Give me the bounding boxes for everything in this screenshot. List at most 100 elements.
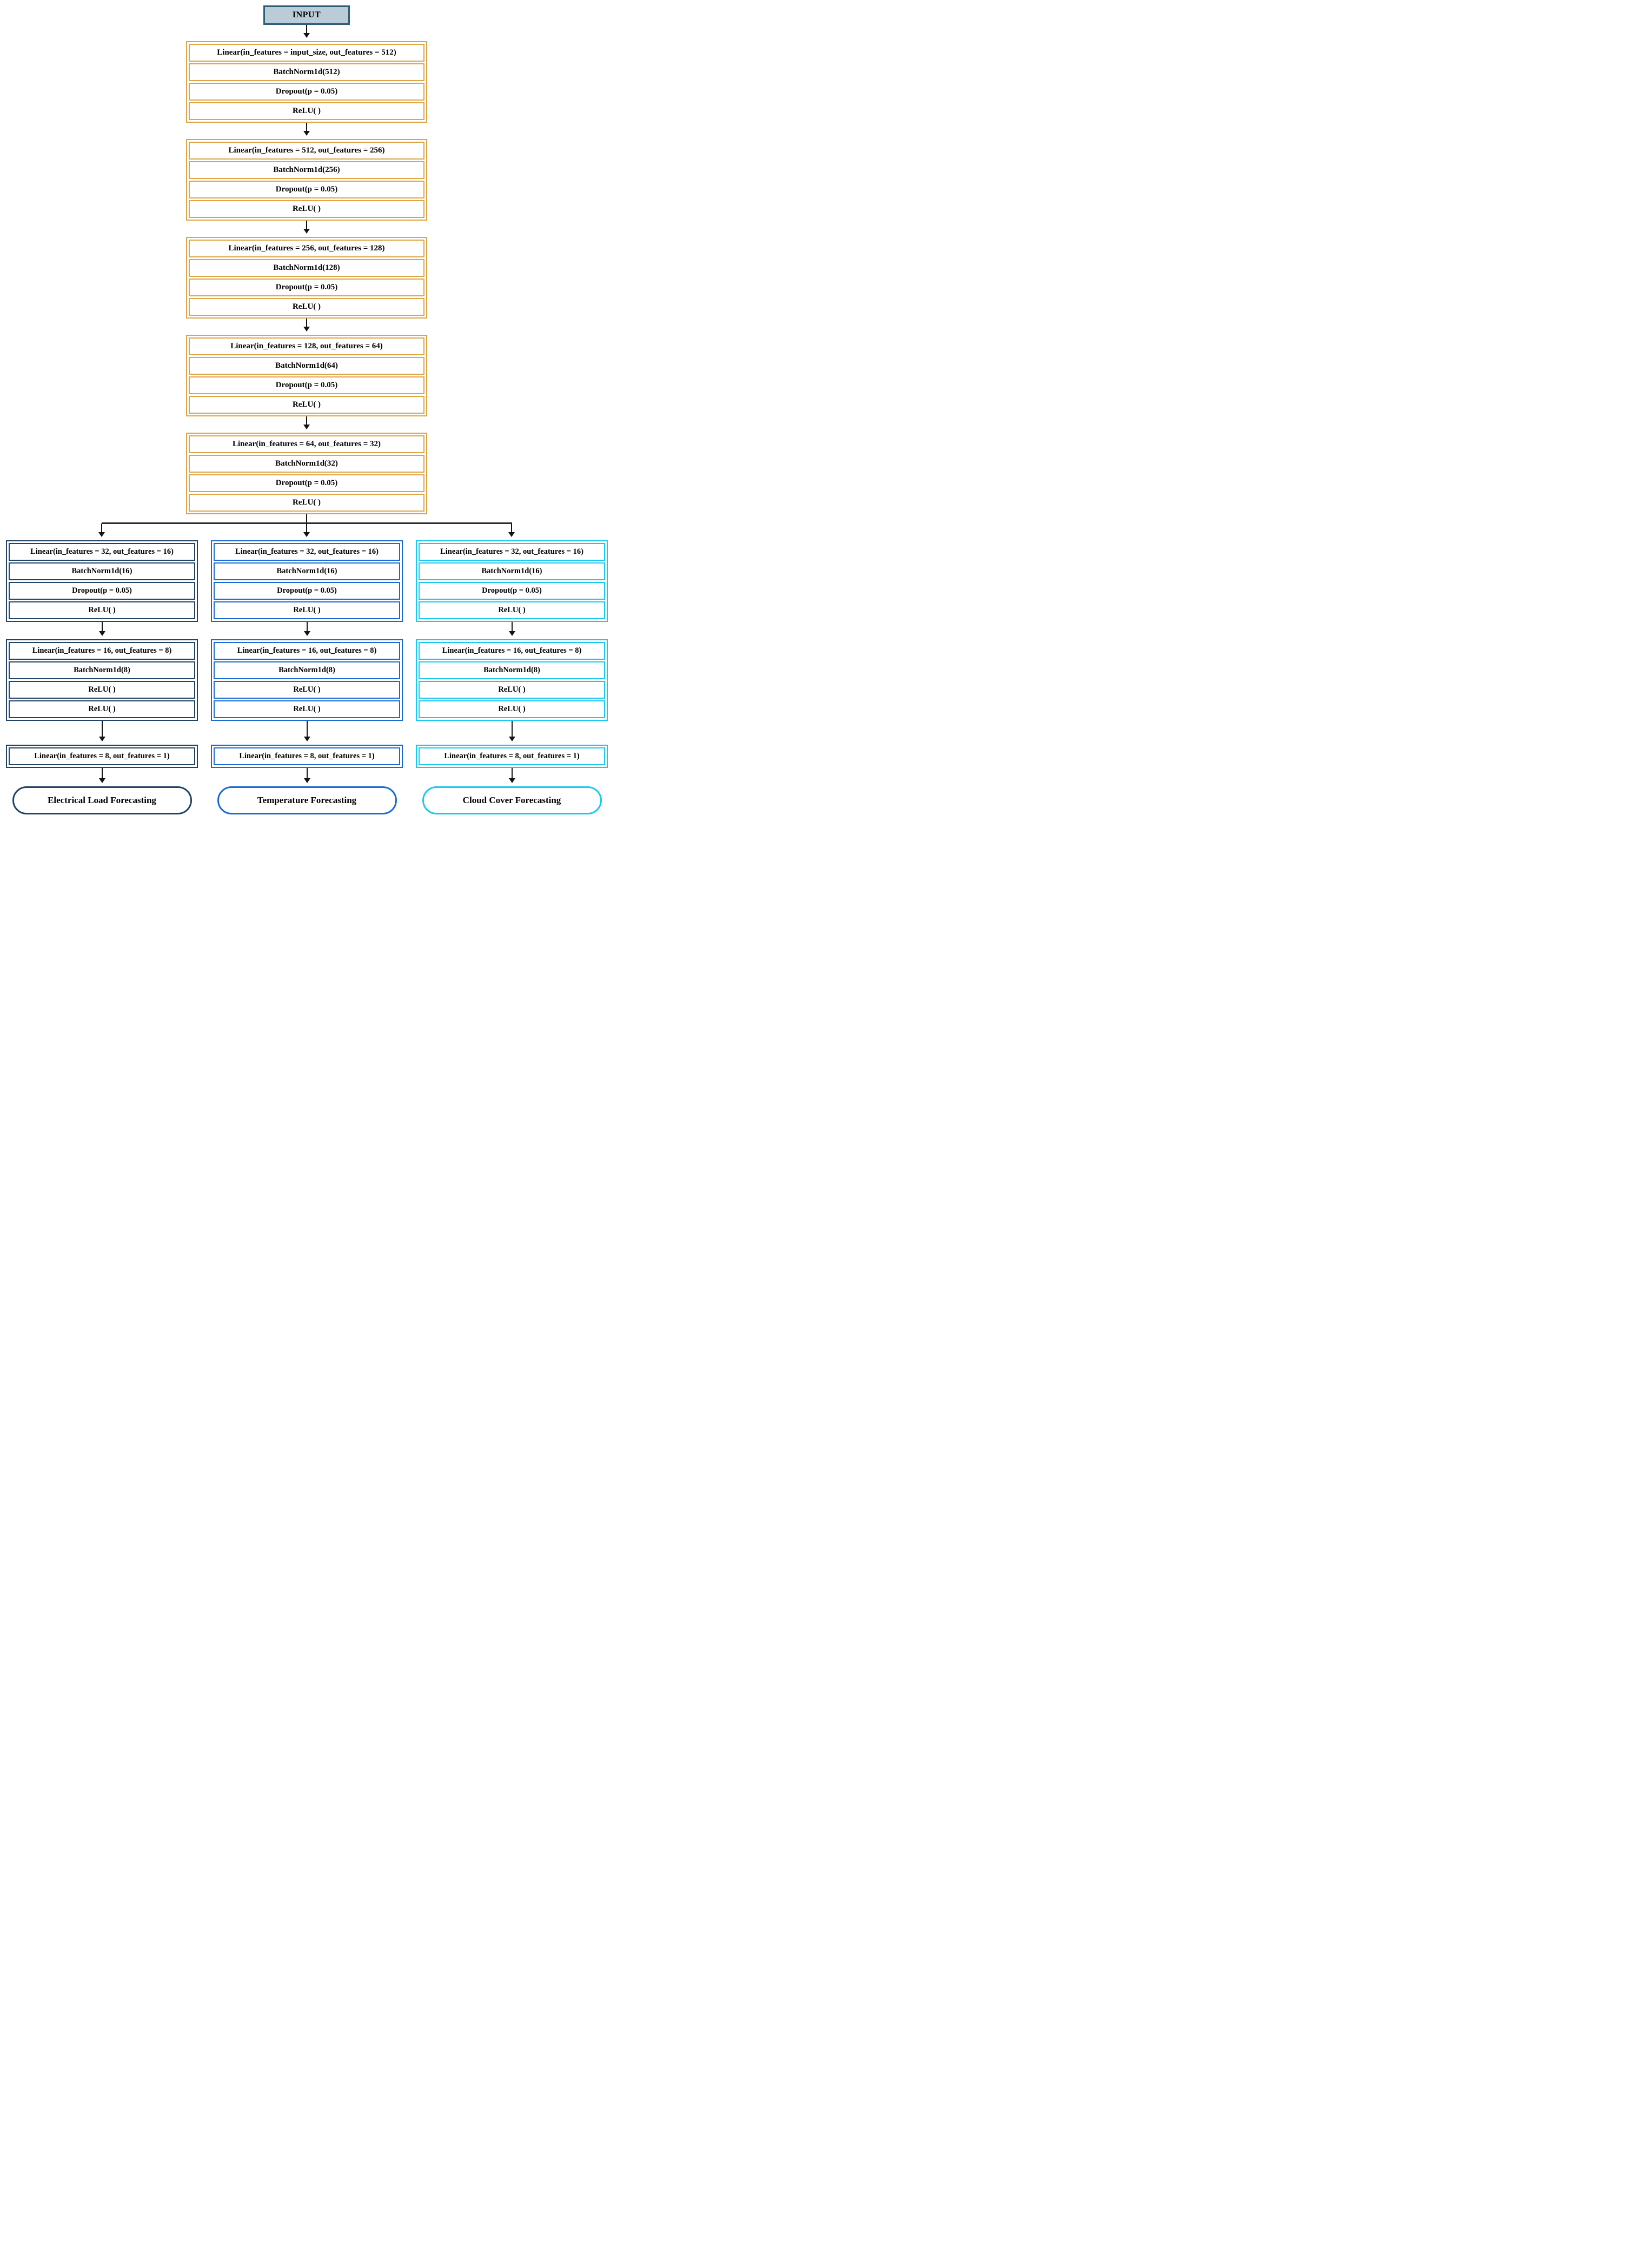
layer-row: Dropout(p = 0.05) [189, 181, 424, 198]
branch-block-1: Linear(in_features = 32, out_features = … [416, 540, 608, 622]
arrow-head [508, 532, 515, 540]
arrow-head [98, 778, 105, 786]
trunk-block-1: Linear(in_features = input_size, out_fea… [186, 41, 427, 123]
arrow-stem [511, 768, 513, 779]
arrow-down-icon [508, 622, 515, 639]
layer-row: BatchNorm1d(16) [214, 562, 400, 580]
output-node-electrical-load: Electrical Load Forecasting [12, 786, 192, 814]
layer-row: BatchNorm1d(64) [189, 357, 424, 375]
arrow-head [303, 425, 310, 433]
layer-row: Dropout(p = 0.05) [419, 582, 605, 600]
trunk-block-2: Linear(in_features = 512, out_features =… [186, 139, 427, 221]
arrow-stem [306, 319, 307, 327]
layer-row: ReLU( ) [189, 396, 424, 414]
junction-stub-line [306, 514, 307, 522]
arrow-down-icon [303, 416, 310, 433]
output-node-cloud-cover: Cloud Cover Forecasting [422, 786, 602, 814]
layer-row: BatchNorm1d(256) [189, 161, 424, 179]
layer-row: Linear(in_features = 32, out_features = … [9, 543, 195, 561]
layer-row: Linear(in_features = input_size, out_fea… [189, 44, 424, 62]
arrow-head [98, 532, 105, 540]
output-label: Electrical Load Forecasting [48, 795, 156, 805]
layer-row: BatchNorm1d(32) [189, 455, 424, 473]
layer-row: Dropout(p = 0.05) [189, 474, 424, 492]
arrow-down-icon [98, 721, 105, 745]
arrow-down-icon [303, 523, 310, 540]
branch-cloud-cover: Linear(in_features = 32, out_features = … [416, 540, 608, 814]
layer-row: ReLU( ) [419, 681, 605, 699]
arrow-head [303, 778, 310, 786]
output-node-temperature: Temperature Forecasting [217, 786, 397, 814]
layer-row: BatchNorm1d(16) [9, 562, 195, 580]
layer-row: ReLU( ) [189, 102, 424, 120]
arrow-stem [511, 523, 512, 533]
layer-row: ReLU( ) [9, 601, 195, 619]
layer-row: BatchNorm1d(512) [189, 63, 424, 81]
branch-block-3: Linear(in_features = 8, out_features = 1… [211, 745, 403, 768]
layer-row: Linear(in_features = 32, out_features = … [214, 543, 400, 561]
output-label: Temperature Forecasting [257, 795, 357, 805]
layer-row: ReLU( ) [214, 700, 400, 718]
layer-row: ReLU( ) [419, 601, 605, 619]
arrow-head [303, 229, 310, 237]
layer-row: Dropout(p = 0.05) [9, 582, 195, 600]
branch-block-1: Linear(in_features = 32, out_features = … [6, 540, 198, 622]
layer-row: Linear(in_features = 512, out_features =… [189, 142, 424, 160]
layer-row: Dropout(p = 0.05) [189, 376, 424, 394]
branch-junction [0, 514, 611, 540]
arrow-stem [101, 622, 103, 632]
branch-block-2: Linear(in_features = 16, out_features = … [6, 639, 198, 721]
layer-row: Linear(in_features = 16, out_features = … [214, 642, 400, 660]
layer-row: BatchNorm1d(8) [9, 661, 195, 679]
arrow-stem [101, 768, 103, 779]
branches-row: Linear(in_features = 32, out_features = … [0, 540, 611, 814]
layer-row: Linear(in_features = 8, out_features = 1… [9, 747, 195, 765]
layer-row: Linear(in_features = 16, out_features = … [9, 642, 195, 660]
arrow-down-icon [303, 25, 310, 41]
arrow-down-icon [303, 622, 310, 639]
arrow-head [508, 631, 515, 639]
junction-horizontal-line [102, 522, 512, 524]
arrow-down-icon [508, 768, 515, 786]
arrow-stem [101, 523, 102, 533]
trunk-column: INPUT Linear(in_features = input_size, o… [186, 5, 427, 514]
arrow-head [508, 737, 515, 745]
arrow-stem [101, 721, 103, 737]
arrow-down-icon [303, 221, 310, 237]
layer-row: Linear(in_features = 32, out_features = … [419, 543, 605, 561]
arrow-down-icon [303, 768, 310, 786]
arrow-down-icon [98, 768, 105, 786]
arrow-head [508, 778, 515, 786]
layer-row: Dropout(p = 0.05) [189, 279, 424, 296]
layer-row: BatchNorm1d(16) [419, 562, 605, 580]
arrow-head [303, 131, 310, 139]
layer-row: Dropout(p = 0.05) [214, 582, 400, 600]
layer-row: ReLU( ) [419, 700, 605, 718]
arrow-down-icon [303, 721, 310, 745]
trunk-block-5: Linear(in_features = 64, out_features = … [186, 433, 427, 514]
layer-row: BatchNorm1d(8) [419, 661, 605, 679]
trunk-block-4: Linear(in_features = 128, out_features =… [186, 335, 427, 416]
arrow-down-icon [508, 721, 515, 745]
input-node: INPUT [263, 5, 350, 25]
layer-row: ReLU( ) [214, 681, 400, 699]
arrow-stem [306, 523, 307, 533]
arrow-stem [306, 768, 308, 779]
layer-row: Linear(in_features = 256, out_features =… [189, 240, 424, 257]
layer-row: Linear(in_features = 8, out_features = 1… [214, 747, 400, 765]
arrow-stem [511, 721, 513, 737]
arrow-head [303, 631, 310, 639]
layer-row: ReLU( ) [9, 681, 195, 699]
input-label: INPUT [292, 10, 321, 19]
layer-row: ReLU( ) [9, 700, 195, 718]
arrow-head [303, 737, 310, 745]
branch-electrical-load: Linear(in_features = 32, out_features = … [6, 540, 198, 814]
layer-row: Dropout(p = 0.05) [189, 83, 424, 101]
branch-block-3: Linear(in_features = 8, out_features = 1… [6, 745, 198, 768]
arrow-down-icon [98, 523, 105, 540]
arrow-stem [306, 123, 307, 131]
layer-row: BatchNorm1d(128) [189, 259, 424, 277]
arrow-down-icon [303, 123, 310, 139]
layer-row: Linear(in_features = 8, out_features = 1… [419, 747, 605, 765]
layer-row: Linear(in_features = 64, out_features = … [189, 435, 424, 453]
